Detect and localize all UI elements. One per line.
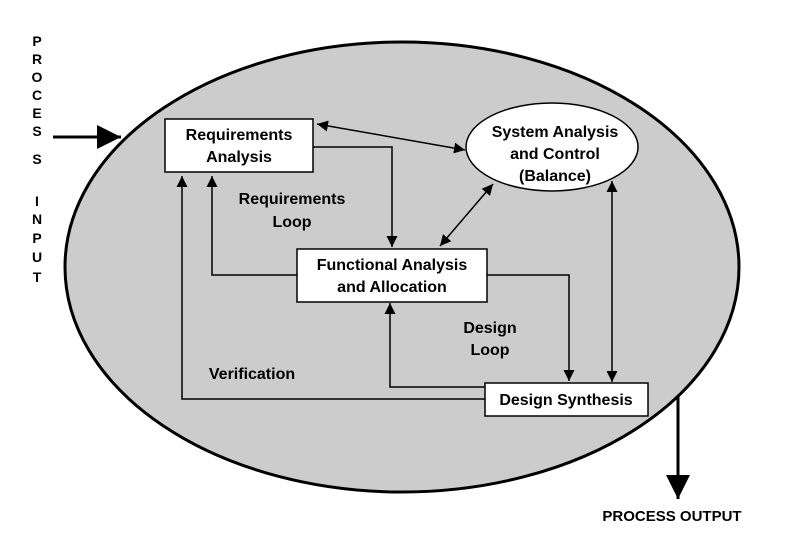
process-input-letter: T [33,269,42,285]
process-input-letter: U [32,249,42,265]
label-requirements-loop-line2: Loop [272,214,311,231]
node-requirements-analysis-line1: Requirements [186,127,293,144]
connector-requirements-system [316,120,466,154]
node-system-analysis-line1: System Analysis [492,124,619,141]
node-functional-analysis: Functional Analysis and Allocation [296,248,488,303]
label-design-loop-line1: Design [463,320,516,337]
connector-requirements-to-functional [313,146,398,247]
process-input-letter: E [32,105,41,121]
process-input-label: P R O C E S S I N P U T [32,33,43,285]
node-requirements-analysis: Requirements Analysis [164,118,314,173]
process-input-letter: S [32,123,41,139]
node-design-synthesis-label: Design Synthesis [499,392,632,409]
connector-requirements-loop [206,176,297,276]
connector-design-loop [384,303,485,388]
node-system-analysis-line3: (Balance) [519,168,591,185]
connector-verification [176,176,485,400]
connector-functional-to-design [487,274,575,381]
node-functional-analysis-line1: Functional Analysis [317,257,468,274]
label-verification: Verification [209,366,295,383]
node-functional-analysis-line2: and Allocation [337,279,447,296]
process-input-letter: O [32,69,43,85]
process-input-letter: P [32,33,41,49]
label-design-loop-line2: Loop [470,342,509,359]
process-input-letter: N [32,211,42,227]
node-system-analysis: System Analysis and Control (Balance) [465,102,639,192]
process-input-letter: P [32,230,41,246]
process-output-label: PROCESS OUTPUT [602,508,741,525]
node-design-synthesis: Design Synthesis [484,382,649,417]
process-input-letter: S [32,151,41,167]
connector-system-functional [439,183,494,247]
node-requirements-analysis-line2: Analysis [206,149,272,166]
process-input-letter: R [32,51,42,67]
process-input-letter: C [32,87,42,103]
process-input-letter: I [35,193,39,209]
node-system-analysis-line2: and Control [510,146,600,163]
label-requirements-loop-line1: Requirements [239,191,346,208]
